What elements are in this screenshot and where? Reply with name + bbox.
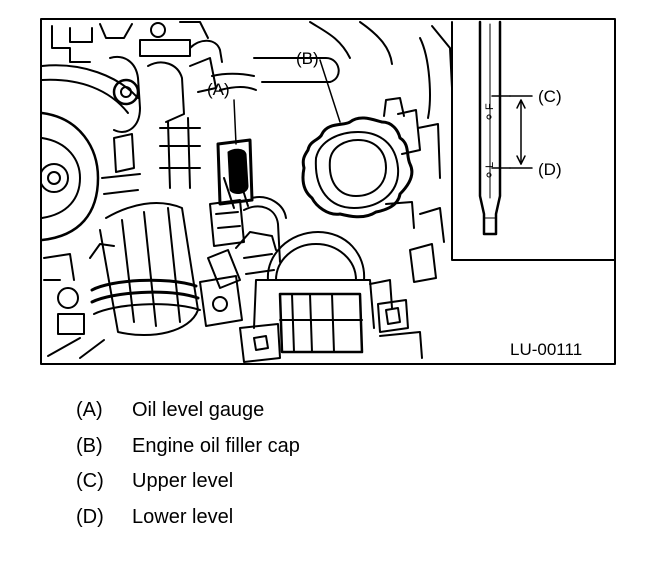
legend-text: Lower level — [132, 505, 234, 528]
legend-key: (C) — [76, 470, 104, 492]
oil-filler-cap — [301, 116, 414, 219]
callout-d: (D) — [538, 160, 562, 179]
legend: (A) Oil level gauge (B) Engine oil fille… — [76, 398, 496, 540]
legend-item-b: (B) Engine oil filler cap — [76, 434, 496, 470]
dipstick-mark-low: L — [484, 162, 496, 168]
engine-oil-diagram: (A) (B) F L (C) (D) LU-00111 — [40, 18, 616, 365]
legend-item-a: (A) Oil level gauge — [76, 398, 496, 434]
callout-b: (B) — [296, 49, 319, 68]
engine-bay-illustration — [40, 21, 453, 363]
dipstick-mark-full: F — [484, 103, 496, 110]
legend-item-d: (D) Lower level — [76, 505, 496, 541]
legend-text: Engine oil filler cap — [132, 434, 300, 457]
legend-text: Oil level gauge — [132, 399, 265, 421]
legend-item-c: (C) Upper level — [76, 469, 496, 505]
figure-id: LU-00111 — [510, 340, 582, 359]
dipstick-inset: F L — [451, 20, 615, 261]
figure-frame — [40, 18, 616, 365]
legend-text: Upper level — [132, 470, 234, 492]
callout-c: (C) — [538, 87, 562, 106]
callout-a: (A) — [207, 80, 230, 99]
oil-level-gauge-handle — [216, 138, 254, 206]
legend-key: (A) — [76, 399, 103, 421]
legend-key: (D) — [76, 505, 104, 528]
legend-key: (B) — [76, 434, 103, 457]
